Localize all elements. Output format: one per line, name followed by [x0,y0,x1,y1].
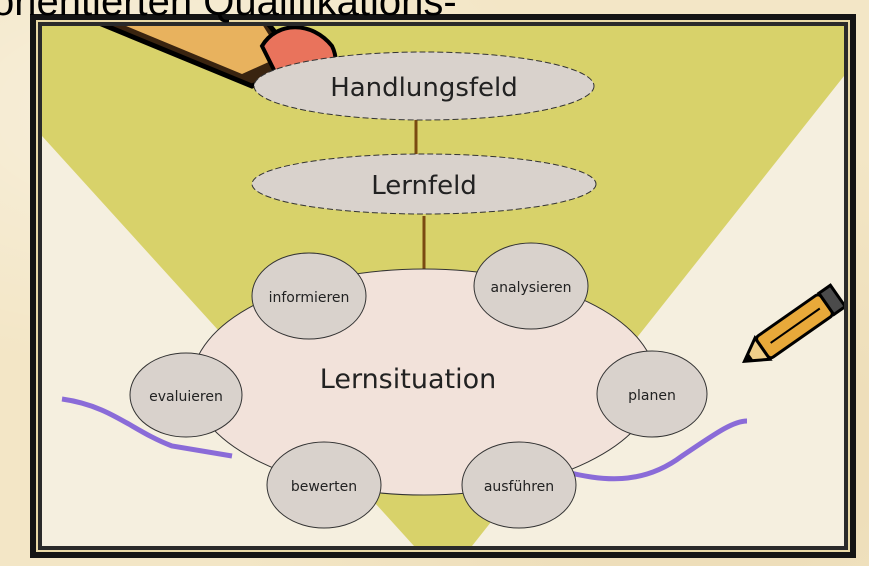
lernfeld-label: Lernfeld [371,171,477,201]
bewerten-label: bewerten [291,479,357,495]
lernsituation-label: Lernsituation [320,364,496,395]
informieren-label: informieren [269,290,350,306]
diagram-svg: Handlungsfeld Lernfeld Lernsituation inf… [42,26,844,546]
slide-frame: Handlungsfeld Lernfeld Lernsituation inf… [30,14,856,558]
evaluieren-label: evaluieren [149,389,223,405]
ausfuehren-label: ausführen [484,479,554,495]
analysieren-label: analysieren [491,280,572,296]
handlungsfeld-label: Handlungsfeld [330,73,518,103]
planen-label: planen [628,388,676,404]
diagram-canvas: Handlungsfeld Lernfeld Lernsituation inf… [42,26,844,546]
pencil-icon [737,285,844,372]
slide-border: Handlungsfeld Lernfeld Lernsituation inf… [36,20,850,552]
slide-header-text: orientierten Qualifikations- [0,0,457,22]
